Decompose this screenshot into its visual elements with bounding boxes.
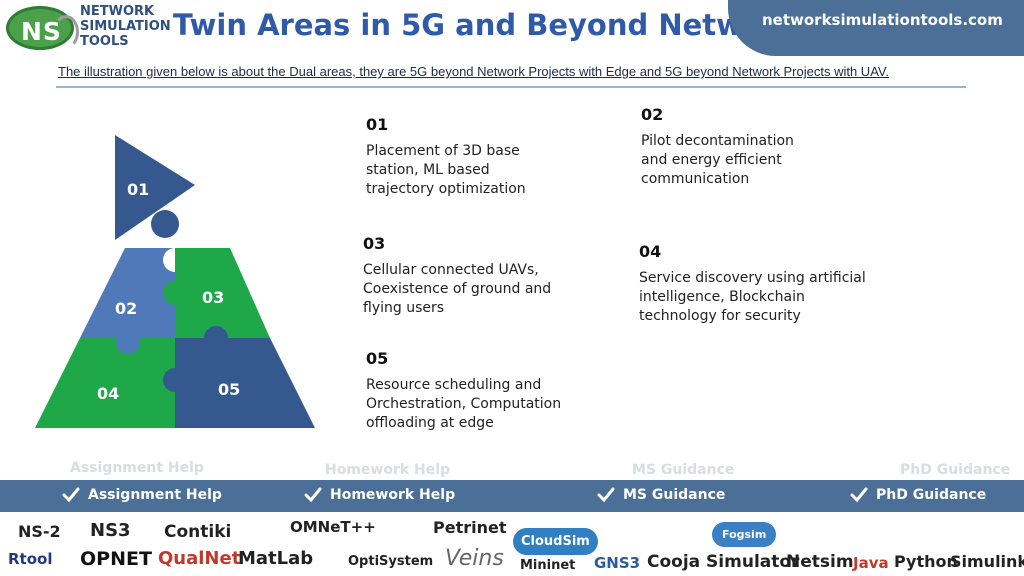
logo-badge-icon: NS (6, 6, 79, 50)
tool-cooja-logo: Cooja Simulator (647, 552, 800, 572)
service-label: MS Guidance (623, 487, 726, 503)
check-icon (850, 487, 868, 503)
check-icon (62, 487, 80, 503)
service-label: PhD Guidance (876, 487, 987, 503)
tool-ns2-logo: NS-2 (18, 522, 61, 541)
service-homework-help[interactable]: Homework Help (304, 486, 455, 504)
services-ghost-row: Assignment Help Homework Help MS Guidanc… (0, 458, 1024, 480)
item-04: 04 Service discovery using artificial in… (639, 242, 884, 326)
logo-line-2: SIMULATION (80, 19, 171, 34)
intro-divider (56, 86, 966, 88)
item-05: 05 Resource scheduling and Orchestration… (366, 349, 571, 433)
tool-petrinet-logo: Petrinet (433, 518, 507, 537)
ghost-label: PhD Guidance (900, 462, 1011, 478)
tool-cloudsim-logo: CloudSim (513, 528, 598, 555)
tool-java-logo: Java (853, 554, 889, 572)
tool-netsim-logo: Netsim (786, 552, 854, 572)
item-description: Pilot decontamination and energy efficie… (641, 133, 794, 187)
check-icon (597, 487, 615, 503)
page-title: Twin Areas in 5G and Beyond Networks (173, 8, 814, 42)
ghost-label: Assignment Help (70, 460, 204, 476)
item-number: 02 (641, 105, 664, 124)
tool-qualnet-logo: QualNet (158, 548, 241, 569)
tool-opnet-logo: OPNET (80, 548, 152, 570)
item-02: 02 Pilot decontamination and energy effi… (641, 105, 821, 189)
puzzle-piece-05 (175, 338, 315, 428)
tool-ns3-logo: NS3 (90, 520, 131, 541)
tool-optisystem-logo: OptiSystem (348, 554, 434, 569)
tool-python-logo: Python (894, 552, 958, 571)
tool-gns3-logo: GNS3 (594, 554, 641, 572)
item-description: Placement of 3D base station, ML based t… (366, 143, 526, 197)
service-phd-guidance[interactable]: PhD Guidance (850, 486, 986, 504)
check-icon (304, 487, 322, 503)
tool-omnet-logo: OMNeT++ (290, 518, 376, 536)
tool-matlab-logo: MatLab (238, 548, 314, 569)
service-label: Assignment Help (88, 487, 222, 503)
service-ms-guidance[interactable]: MS Guidance (597, 486, 725, 504)
puzzle-knob-01 (151, 210, 179, 238)
puzzle-label-05: 05 (218, 380, 240, 399)
puzzle-knob-04 (116, 330, 140, 354)
tool-mininet-logo: Mininet (520, 558, 576, 573)
item-number: 05 (366, 349, 389, 368)
item-number: 04 (639, 242, 662, 261)
site-tab (728, 0, 1024, 56)
logo-mark: NS (21, 17, 62, 46)
puzzle-label-04: 04 (97, 384, 119, 403)
item-01: 01 Placement of 3D base station, ML base… (366, 115, 546, 199)
logo-line-1: NETWORK (80, 4, 155, 19)
tool-fogsim-logo: Fogsim (712, 522, 777, 547)
item-description: Cellular connected UAVs, Coexistence of … (363, 262, 552, 316)
puzzle-knob-05 (163, 368, 187, 392)
tool-simulink-logo: Simulink (950, 552, 1024, 571)
service-assignment-help[interactable]: Assignment Help (62, 486, 222, 504)
ghost-label: Homework Help (325, 462, 451, 478)
puzzle-piece-01 (115, 135, 195, 240)
puzzle-label-03: 03 (202, 288, 224, 307)
tool-rtool-logo: Rtool (8, 550, 53, 568)
puzzle-label-01: 01 (127, 180, 149, 199)
item-description: Service discovery using artificial intel… (639, 270, 866, 324)
logo-line-3: TOOLS (80, 34, 129, 49)
brand-logo[interactable]: NS NETWORK SIMULATION TOOLS (4, 2, 174, 52)
services-band: Assignment Help Homework Help MS Guidanc… (0, 480, 1024, 512)
item-number: 03 (363, 234, 386, 253)
tool-veins-logo: Veins (445, 546, 504, 571)
item-number: 01 (366, 115, 389, 134)
site-link[interactable]: networksimulationtools.com (762, 11, 1003, 29)
puzzle-knob-03 (163, 281, 187, 305)
tool-logos-strip: NS-2 NS3 Contiki OMNeT++ Petrinet Rtool … (0, 514, 1024, 576)
service-label: Homework Help (330, 487, 456, 503)
puzzle-piece-04 (35, 338, 175, 428)
item-description: Resource scheduling and Orchestration, C… (366, 377, 562, 431)
logo-wordmark: NETWORK SIMULATION TOOLS (80, 4, 171, 49)
puzzle-knob-05b (204, 326, 228, 350)
ghost-label: MS Guidance (632, 462, 735, 478)
puzzle-piece-02 (80, 248, 175, 338)
tool-contiki-logo: Contiki (164, 522, 232, 542)
puzzle-piece-03 (175, 248, 270, 338)
intro-text: The illustration given below is about th… (58, 64, 889, 79)
puzzle-pyramid: 01 02 03 04 05 (35, 135, 315, 428)
item-03: 03 Cellular connected UAVs, Coexistence … (363, 234, 588, 318)
puzzle-label-02: 02 (115, 299, 137, 318)
